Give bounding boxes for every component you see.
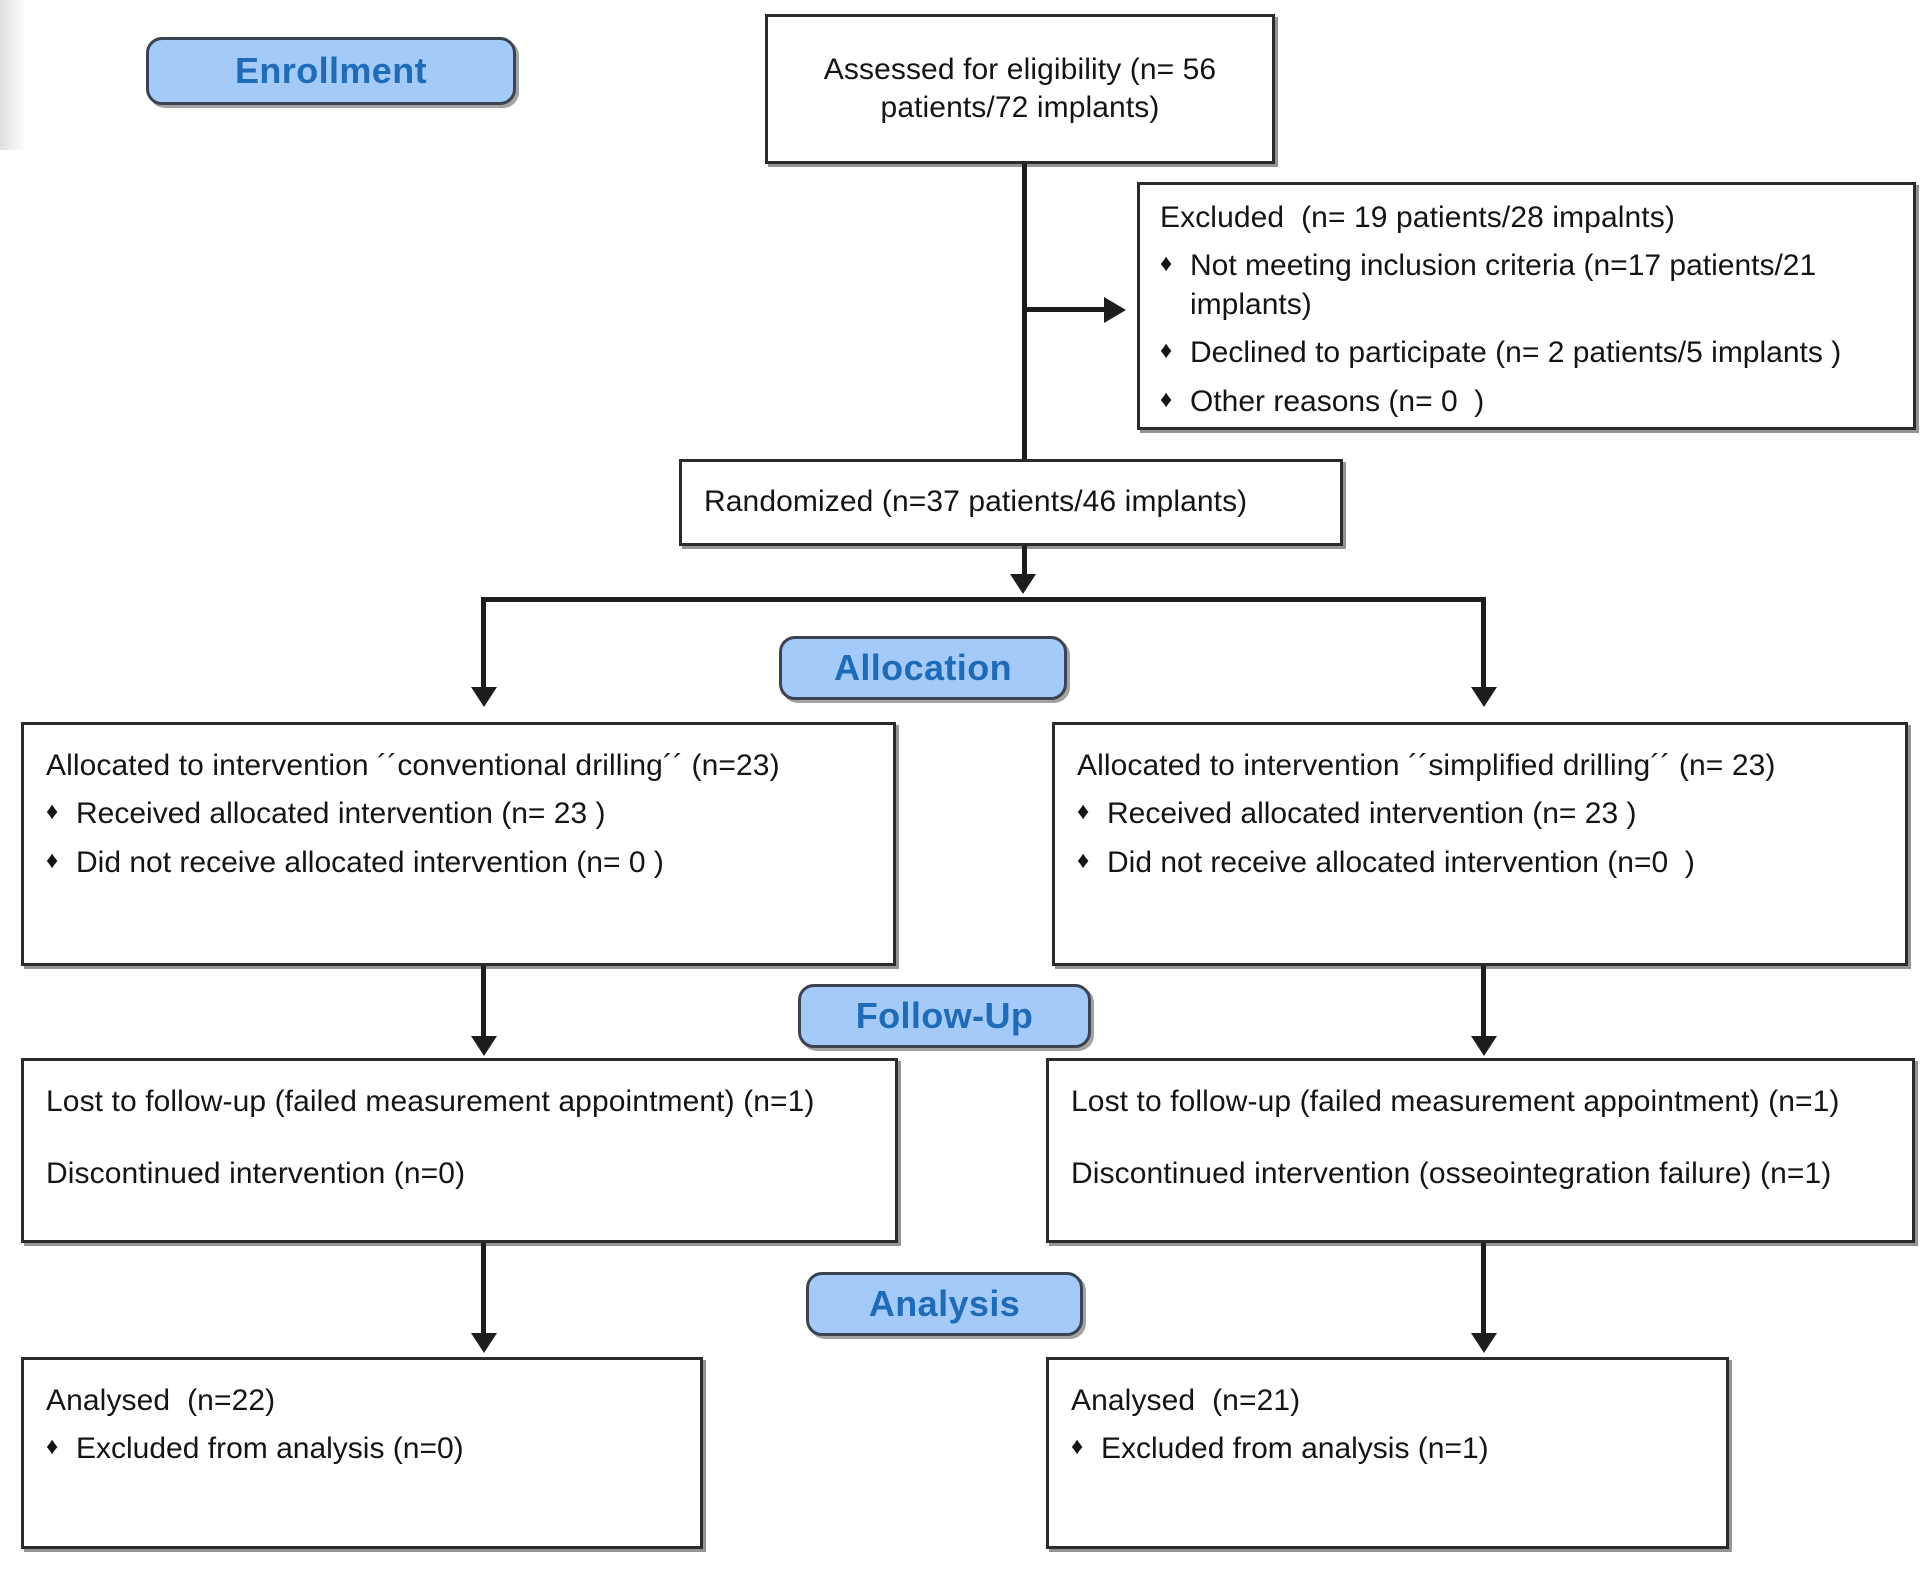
excluded-item-0: ♦ Not meeting inclusion criteria (n=17 p… <box>1160 247 1893 324</box>
alloc-left-item-0-text: Received allocated intervention (n= 23 ) <box>76 797 606 831</box>
connector-followup-right-to-analysis <box>1481 1243 1486 1335</box>
bullet-diamond-icon: ♦ <box>46 798 59 826</box>
analysis-left-item-0: ♦ Excluded from analysis (n=0) <box>46 1430 678 1468</box>
connector-alloc-right-to-followup <box>1481 966 1486 1038</box>
box-allocated-simplified: Allocated to intervention ´´simplified d… <box>1052 722 1908 966</box>
alloc-right-heading: Allocated to intervention ´´simplified d… <box>1077 749 1776 782</box>
excluded-item-1-text: Declined to participate (n= 2 patients/5… <box>1190 336 1842 370</box>
box-randomized: Randomized (n=37 patients/46 implants) <box>679 459 1343 546</box>
alloc-left-item-1: ♦ Did not receive allocated intervention… <box>46 844 871 882</box>
followup-left-line-1: Lost to follow-up (failed measurement ap… <box>46 1085 815 1118</box>
box-excluded: Excluded (n= 19 patients/28 impalnts) ♦ … <box>1137 182 1916 430</box>
excluded-heading: Excluded (n= 19 patients/28 impalnts) <box>1160 201 1675 234</box>
followup-right-line-1: Lost to follow-up (failed measurement ap… <box>1071 1085 1840 1118</box>
analysis-left-item-0-text: Excluded from analysis (n=0) <box>76 1432 464 1466</box>
analysis-left-heading: Analysed (n=22) <box>46 1384 276 1417</box>
excluded-item-2-text: Other reasons (n= 0 ) <box>1190 384 1485 418</box>
stage-label-allocation-text: Allocation <box>833 647 1012 688</box>
analysis-right-heading: Analysed (n=21) <box>1071 1384 1301 1417</box>
box-analysed-conventional: Analysed (n=22) ♦ Excluded from analysis… <box>21 1357 703 1549</box>
connector-randomized-down <box>1022 546 1027 576</box>
stage-label-allocation: Allocation <box>779 636 1067 700</box>
arrow-to-followup-left-icon <box>471 1036 497 1056</box>
arrow-to-alloc-right-icon <box>1471 687 1497 707</box>
bullet-diamond-icon: ♦ <box>1160 250 1173 278</box>
arrow-to-excluded-icon <box>1104 297 1126 323</box>
stage-label-follow-up: Follow-Up <box>798 984 1091 1048</box>
arrow-to-followup-right-icon <box>1471 1036 1497 1056</box>
connector-alloc-left-to-followup <box>481 966 486 1038</box>
arrow-to-analysis-right-icon <box>1471 1333 1497 1353</box>
analysis-right-item-0-text: Excluded from analysis (n=1) <box>1101 1432 1489 1466</box>
bullet-diamond-icon: ♦ <box>1160 385 1173 413</box>
excluded-item-2: ♦ Other reasons (n= 0 ) <box>1160 383 1893 421</box>
followup-right-line-2: Discontinued intervention (osseointegrat… <box>1071 1157 1832 1191</box>
stage-label-enrollment-text: Enrollment <box>234 50 427 91</box>
bullet-diamond-icon: ♦ <box>46 1433 59 1461</box>
connector-followup-left-to-analysis <box>481 1243 486 1335</box>
arrow-randomized-split-icon <box>1010 574 1036 594</box>
randomized-text: Randomized (n=37 patients/46 implants) <box>704 485 1248 519</box>
bullet-diamond-icon: ♦ <box>1071 1433 1084 1461</box>
assessed-line-1: Assessed for eligibility (n= 56 <box>823 52 1217 86</box>
alloc-right-item-1: ♦ Did not receive allocated intervention… <box>1077 844 1883 882</box>
stage-label-enrollment: Enrollment <box>146 37 516 105</box>
box-followup-simplified: Lost to follow-up (failed measurement ap… <box>1046 1058 1915 1243</box>
excluded-item-1: ♦ Declined to participate (n= 2 patients… <box>1160 334 1893 372</box>
alloc-left-heading: Allocated to intervention ´´conventional… <box>46 749 780 782</box>
followup-left-line-2: Discontinued intervention (n=0) <box>46 1157 466 1191</box>
alloc-left-item-0: ♦ Received allocated intervention (n= 23… <box>46 795 871 833</box>
stage-label-follow-up-text: Follow-Up <box>855 995 1034 1036</box>
alloc-left-item-1-text: Did not receive allocated intervention (… <box>76 845 664 879</box>
box-allocated-conventional: Allocated to intervention ´´conventional… <box>21 722 896 966</box>
assessed-line-2: patients/72 implants) <box>880 91 1160 124</box>
arrow-to-analysis-left-icon <box>471 1333 497 1353</box>
box-assessed-for-eligibility: Assessed for eligibility (n= 56 patients… <box>765 14 1275 164</box>
alloc-right-item-0-text: Received allocated intervention (n= 23 ) <box>1107 797 1637 831</box>
alloc-right-item-1-text: Did not receive allocated intervention (… <box>1107 845 1695 879</box>
analysis-right-item-0: ♦ Excluded from analysis (n=1) <box>1071 1430 1704 1468</box>
connector-split-right-down <box>1481 597 1486 689</box>
scan-edge-artifact <box>0 0 26 150</box>
connector-assessed-to-excluded <box>1022 307 1108 312</box>
alloc-right-item-0: ♦ Received allocated intervention (n= 23… <box>1077 795 1883 833</box>
box-followup-conventional: Lost to follow-up (failed measurement ap… <box>21 1058 898 1243</box>
bullet-diamond-icon: ♦ <box>46 846 59 874</box>
bullet-diamond-icon: ♦ <box>1077 798 1090 826</box>
stage-label-analysis: Analysis <box>806 1272 1083 1336</box>
arrow-to-alloc-left-icon <box>471 687 497 707</box>
bullet-diamond-icon: ♦ <box>1160 337 1173 365</box>
box-analysed-simplified: Analysed (n=21) ♦ Excluded from analysis… <box>1046 1357 1729 1549</box>
excluded-item-0-text: Not meeting inclusion criteria (n=17 pat… <box>1190 249 1825 321</box>
bullet-diamond-icon: ♦ <box>1077 846 1090 874</box>
connector-split-left-down <box>481 597 486 689</box>
connector-allocation-split-bar <box>481 597 1486 602</box>
stage-label-analysis-text: Analysis <box>868 1283 1021 1324</box>
